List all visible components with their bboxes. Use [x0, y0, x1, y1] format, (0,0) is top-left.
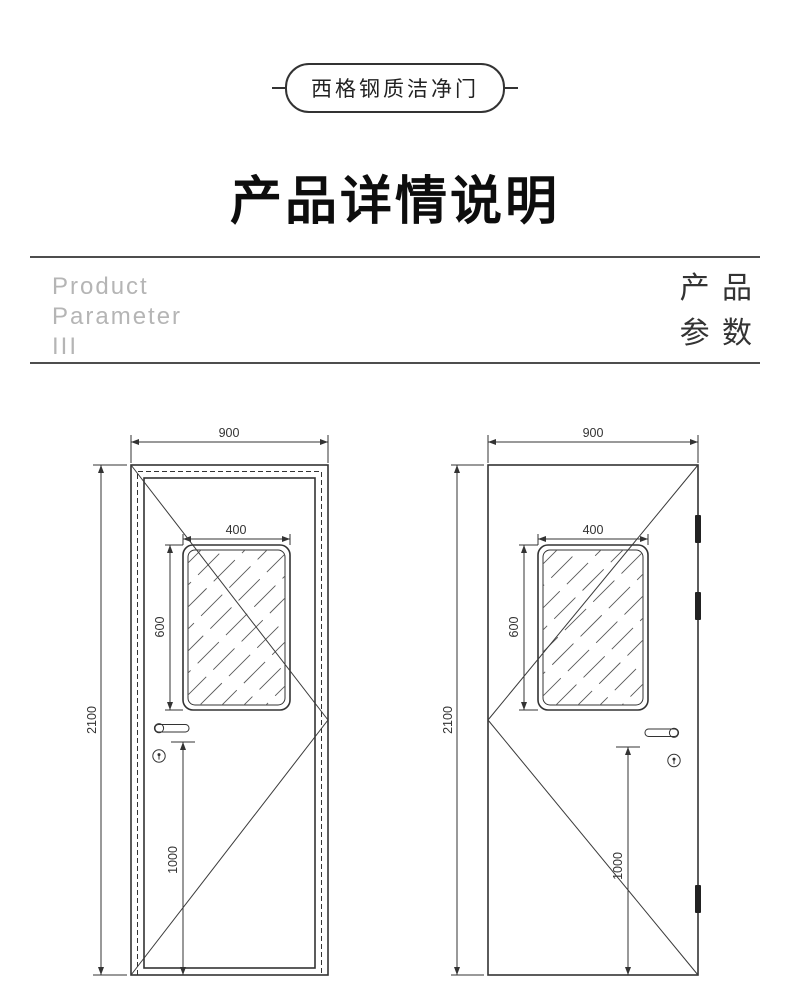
dim-door-height: 2100	[85, 464, 127, 976]
brand-badge: 西格钢质洁净门	[285, 63, 505, 113]
section-subtitle-en: Product Parameter III	[30, 258, 182, 362]
dim-window-width: 400	[182, 523, 290, 545]
dim-door-width: 900	[130, 426, 328, 463]
right-door-diagram: 900 2100	[443, 426, 701, 976]
page-title: 产品详情说明	[229, 172, 560, 231]
brand-badge-row: 西格钢质洁净门	[0, 63, 790, 113]
badge-left-line	[272, 87, 285, 89]
swing-line-lower	[130, 719, 328, 976]
lock-cylinder-icon	[666, 753, 681, 768]
section-title-zh: 产 品 参 数	[680, 258, 760, 356]
section-zh-line1: 产 品	[679, 272, 754, 305]
hinge-icon-bottom	[694, 885, 701, 913]
dim-window-height: 600	[153, 544, 183, 711]
section-header: Product Parameter III 产 品 参 数	[30, 256, 760, 364]
dim-door-width: 900	[487, 426, 698, 463]
badge-right-line	[505, 87, 518, 89]
door-width-label: 900	[218, 426, 239, 440]
door-leaf-outline	[486, 464, 699, 976]
window-width-label: 400	[582, 523, 603, 537]
hinge-icon-middle	[694, 592, 701, 620]
window-glass-hatch	[187, 550, 285, 705]
handle-height-label: 1000	[166, 846, 180, 874]
door-handle-icon	[644, 727, 679, 738]
door-height-label: 2100	[443, 706, 455, 734]
hinge-icon-top	[694, 515, 701, 543]
door-handle-icon	[153, 723, 189, 734]
door-width-label: 900	[582, 426, 603, 440]
swing-line-upper	[130, 464, 328, 721]
door-height-label: 2100	[85, 706, 99, 734]
door-leaf-outline	[142, 477, 316, 969]
door-frame-outline	[129, 464, 329, 976]
dim-window-width: 400	[537, 523, 648, 545]
section-en-line2: Parameter	[52, 303, 183, 330]
dim-handle-height: 1000	[611, 746, 640, 975]
door-frame-dashed-line	[136, 471, 322, 975]
door-diagrams-row: 900 2100	[0, 420, 790, 995]
left-door-diagram: 900 2100	[85, 426, 329, 976]
window-glass-hatch	[542, 550, 643, 705]
swing-line-lower	[487, 719, 698, 976]
window-outer	[181, 544, 291, 711]
window-height-label: 600	[153, 617, 167, 638]
window-outer	[536, 544, 649, 711]
window-width-label: 400	[225, 523, 246, 537]
handle-height-label: 1000	[611, 852, 625, 880]
dim-handle-height: 1000	[166, 741, 195, 975]
lock-cylinder-icon	[151, 749, 166, 763]
window-height-label: 600	[507, 617, 521, 638]
swing-line-upper	[487, 464, 698, 721]
dim-door-height: 2100	[443, 464, 484, 976]
window-inner	[187, 549, 285, 706]
section-en-line3: III	[52, 333, 79, 360]
window-inner	[542, 549, 643, 706]
section-zh-line2: 参 数	[679, 317, 754, 350]
dim-window-height: 600	[507, 544, 538, 711]
section-en-line1: Product	[52, 273, 149, 300]
